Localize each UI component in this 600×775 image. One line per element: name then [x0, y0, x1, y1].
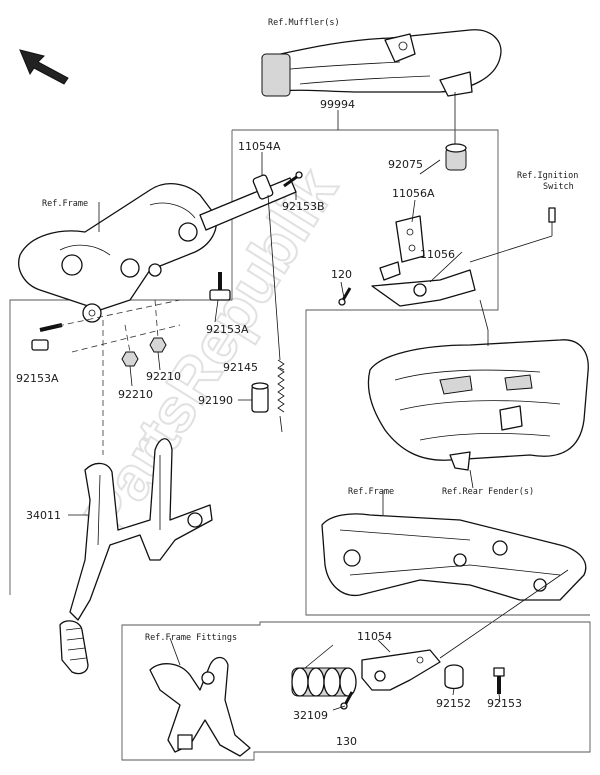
frame-fittings-bracket [149, 656, 251, 757]
part-120-bolt [338, 287, 352, 306]
label-99994: 99994 [320, 98, 355, 111]
ref-ignition-label-2: Switch [543, 182, 574, 192]
ignition-switch-screw [469, 207, 556, 263]
label-92145: 92145 [223, 361, 258, 374]
label-92210-right: 92210 [146, 370, 181, 383]
label-130: 130 [336, 735, 357, 748]
label-34011: 34011 [26, 509, 61, 522]
ref-frame-mid-label: Ref.Frame [348, 487, 394, 497]
part-92190-collar [251, 382, 269, 413]
part-92210-nut-left [121, 351, 139, 367]
leader-lines [68, 152, 501, 711]
part-11054-bracket [361, 649, 441, 691]
frame-rear [321, 513, 587, 659]
guide-lines [57, 299, 181, 455]
label-32109: 32109 [293, 709, 328, 722]
part-92152-collar [444, 664, 464, 690]
label-92153B: 92153B [282, 200, 325, 213]
label-92190: 92190 [198, 394, 233, 407]
ref-frame-fittings-label: Ref.Frame Fittings [145, 633, 237, 643]
part-11056A-bracket [395, 215, 425, 263]
part-11056-bracket [371, 261, 476, 307]
label-92152: 92152 [436, 697, 471, 710]
label-92153A-left: 92153A [16, 372, 59, 385]
part-92210-nut-right [149, 337, 167, 353]
part-92153B-bolt [283, 171, 303, 188]
muffler-assembly [261, 29, 502, 97]
part-92075-damper [445, 92, 467, 171]
label-11056: 11056 [420, 248, 455, 261]
label-92153A-right: 92153A [206, 323, 249, 336]
part-34011-stand [59, 438, 213, 675]
label-11054A: 11054A [238, 140, 281, 153]
label-92075: 92075 [388, 158, 423, 171]
part-32109-rubbers [291, 667, 357, 697]
ref-ignition-label-1: Ref.Ignition [517, 171, 578, 181]
label-11056A: 11056A [392, 187, 435, 200]
part-92153A-bolt-left [31, 323, 63, 351]
label-92153: 92153 [487, 697, 522, 710]
ref-frame-top-label: Ref.Frame [42, 199, 88, 209]
label-11054: 11054 [357, 630, 392, 643]
part-92153-bolt [493, 667, 505, 694]
ref-muffler-label: Ref.Muffler(s) [268, 18, 340, 28]
label-120: 120 [331, 268, 352, 281]
label-92210-left: 92210 [118, 388, 153, 401]
rear-fender [367, 299, 589, 471]
outline-box-lower [121, 621, 591, 761]
arrow-up-left-icon [19, 49, 69, 85]
part-92153A-bolt-right [209, 272, 231, 301]
part-92145-spring [267, 194, 285, 433]
ref-rear-fender-label: Ref.Rear Fender(s) [442, 487, 534, 497]
part-11054A-bracket [199, 174, 297, 231]
